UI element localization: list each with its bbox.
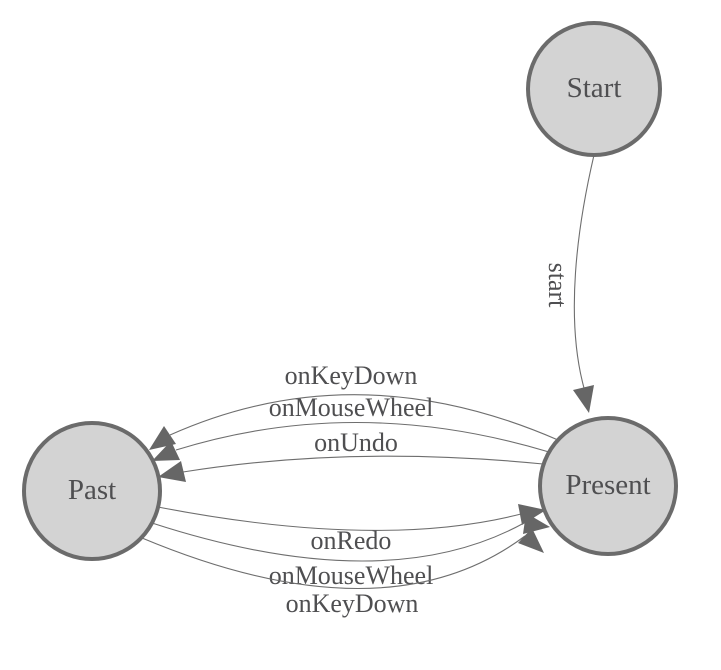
- node-past[interactable]: Past: [22, 421, 162, 561]
- edge-path-onmousewheel: [151, 522, 525, 562]
- arrowhead-icon: [152, 441, 180, 461]
- node-circle-past[interactable]: [22, 421, 162, 561]
- edge-present-to-past-onundo: onUndo: [158, 428, 544, 482]
- node-circle-present[interactable]: [538, 416, 678, 556]
- edge-path-start: [573, 154, 595, 389]
- arrowhead-icon: [518, 504, 546, 525]
- edge-label-onkeydown: onKeyDown: [286, 589, 419, 618]
- node-start[interactable]: Start: [526, 21, 662, 157]
- edge-label-onkeydown: onKeyDown: [285, 361, 418, 390]
- node-label-start: Start: [567, 72, 622, 104]
- edge-path-onundo: [182, 455, 544, 473]
- edge-path-onkeydown: [141, 535, 526, 589]
- node-present[interactable]: Present: [538, 416, 678, 556]
- edge-label-onundo: onUndo: [314, 428, 398, 457]
- edge-past-to-present-onkeydown: onKeyDown: [141, 528, 544, 618]
- edge-path-onredo: [157, 506, 522, 531]
- edge-path-onkeydown: [169, 394, 559, 441]
- node-label-past: Past: [68, 474, 116, 506]
- arrowhead-icon: [573, 385, 594, 413]
- arrowhead-icon: [158, 461, 186, 482]
- node-label-present: Present: [565, 469, 650, 501]
- arrowhead-icon: [523, 513, 550, 534]
- arrowhead-icon: [518, 528, 544, 553]
- edge-path-onmousewheel: [175, 421, 550, 453]
- edge-present-to-past-onkeydown: onKeyDown: [149, 361, 559, 450]
- edge-label-onredo: onRedo: [311, 526, 392, 555]
- edge-label-onmousewheel: onMouseWheel: [269, 393, 434, 422]
- edge-label-start: start: [543, 263, 572, 309]
- edge-label-onmousewheel: onMouseWheel: [269, 561, 434, 590]
- edge-start-to-present: start: [543, 154, 595, 413]
- edge-present-to-past-onmousewheel: onMouseWheel: [152, 393, 550, 461]
- node-circle-start[interactable]: [526, 21, 662, 157]
- edge-past-to-present-onredo: onRedo: [157, 504, 546, 555]
